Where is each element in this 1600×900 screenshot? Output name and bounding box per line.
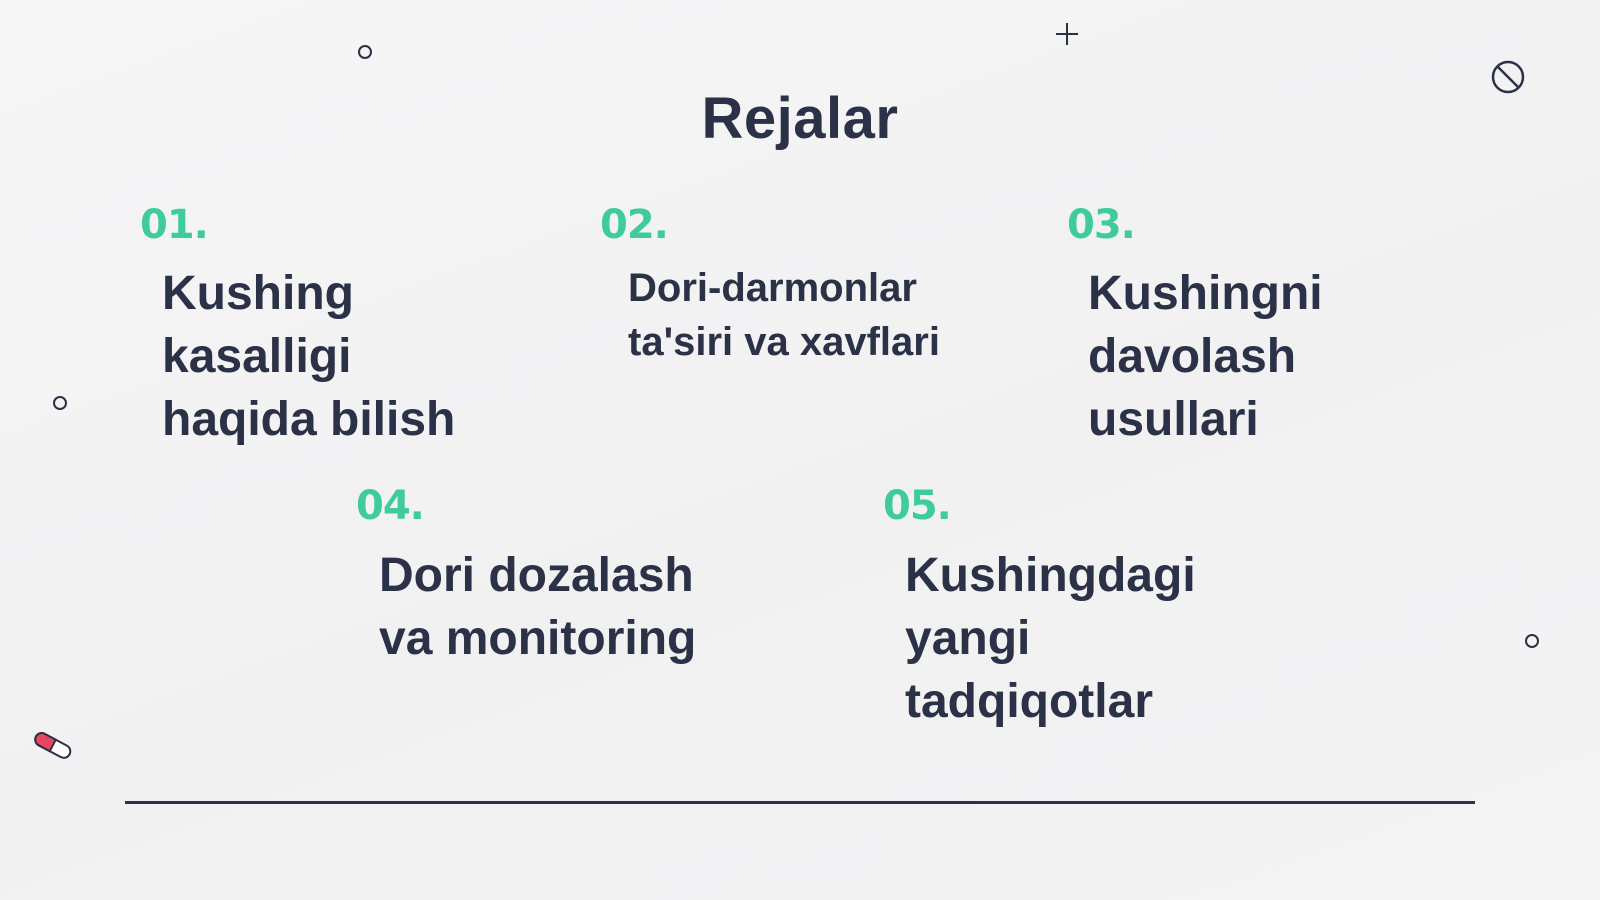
item-text-03: Kushingni davolash usullari xyxy=(1088,267,1323,446)
circle-icon xyxy=(53,396,67,410)
item-text-05: Kushingdagi yangi tadqiqotlar xyxy=(905,549,1196,728)
item-number-02: 02. xyxy=(600,202,669,248)
item-number-05: 05. xyxy=(883,483,952,529)
circle-icon xyxy=(358,45,372,59)
item-text-02: Dori-darmonlar ta'siri va xavflari xyxy=(628,266,940,364)
item-text-04: Dori dozalash va monitoring xyxy=(379,549,697,665)
slide-title: Rejalar xyxy=(701,86,899,151)
item-number-04: 04. xyxy=(356,483,425,529)
item-number-01: 01. xyxy=(140,202,209,248)
item-text-01: Kushing kasalligi haqida bilish xyxy=(162,267,456,446)
plus-icon xyxy=(1056,23,1078,45)
item-number-03: 03. xyxy=(1067,202,1136,248)
circle-icon xyxy=(1525,634,1539,648)
pill-icon xyxy=(34,732,72,759)
divider-line xyxy=(125,801,1475,804)
no-entry-icon xyxy=(1491,60,1525,94)
